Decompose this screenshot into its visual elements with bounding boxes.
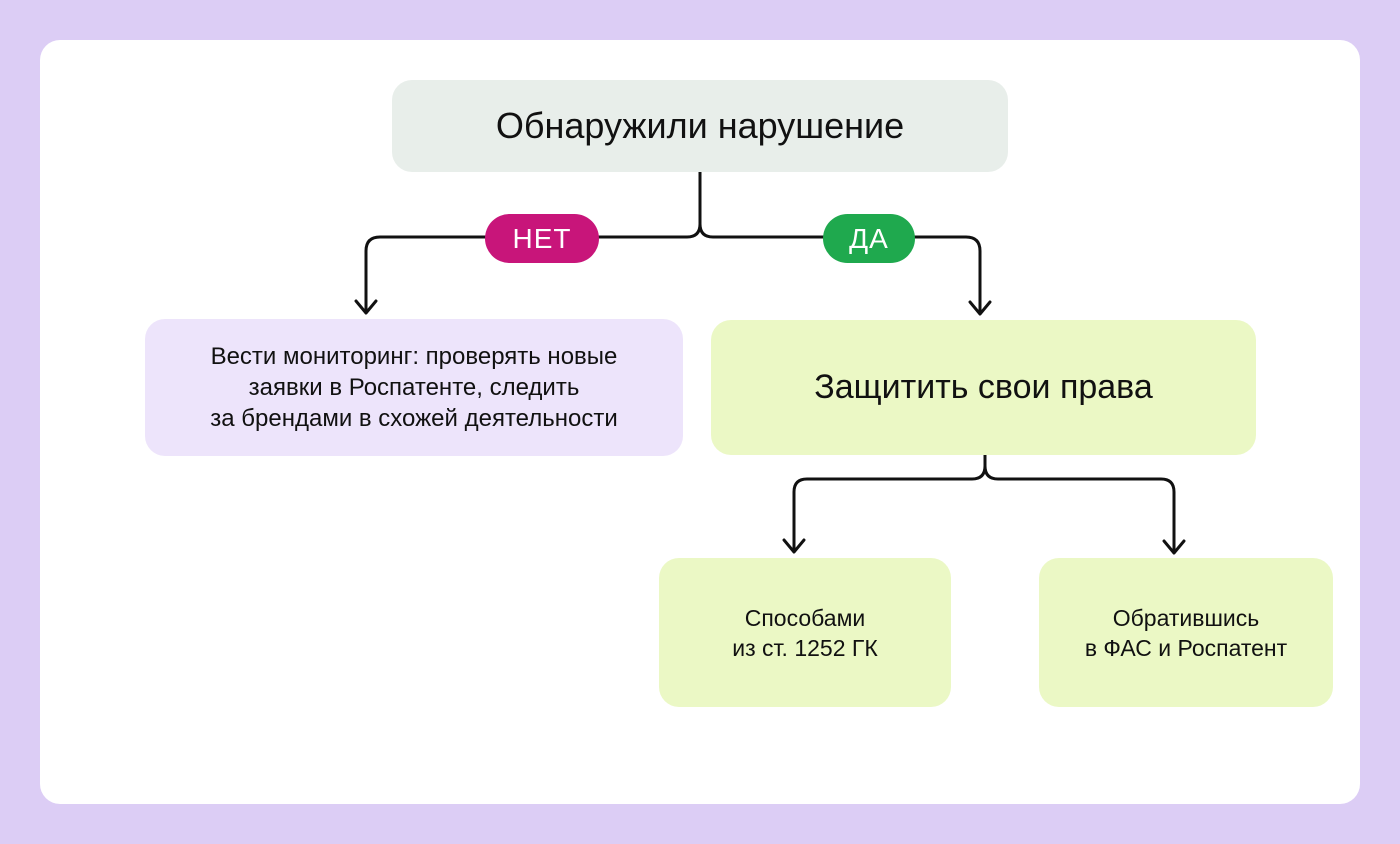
monitoring-line-3: за брендами в схожей деятельности — [210, 405, 618, 432]
protect-stem — [792, 453, 987, 552]
arrow-method-1 — [782, 538, 806, 554]
yes-badge-label: ДА — [849, 222, 889, 254]
protect-stem-right — [983, 464, 1176, 553]
method-2-line-2: в ФАС и Роспатент — [1084, 634, 1288, 661]
method-node-civil-code: Способами из ст. 1252 ГК — [659, 558, 951, 707]
method-node-fas: Обратившись в ФАС и Роспатент — [1039, 558, 1333, 707]
method-1-line-1: Способами — [744, 604, 866, 631]
monitoring-line-1: Вести мониторинг: проверять новые — [210, 343, 618, 370]
no-badge: НЕТ — [485, 214, 599, 263]
root-node-label: Обнаружили нарушение — [495, 105, 905, 146]
method-1-line-2: из ст. 1252 ГК — [732, 634, 878, 661]
root-stem-right — [698, 222, 982, 315]
monitoring-line-2: заявки в Роспатенте, следить — [248, 374, 580, 401]
protect-rights-node: Защитить свои права — [711, 320, 1256, 455]
protect-rights-label: Защитить свои права — [814, 368, 1153, 406]
yes-badge: ДА — [823, 214, 915, 263]
arrow-yes — [968, 300, 992, 316]
arrow-method-2 — [1162, 539, 1186, 555]
root-node: Обнаружили нарушение — [392, 80, 1008, 172]
monitoring-node: Вести мониторинг: проверять новые заявки… — [145, 319, 683, 456]
method-2-line-1: Обратившись — [1112, 604, 1260, 631]
no-badge-label: НЕТ — [512, 222, 572, 254]
arrow-no — [354, 299, 378, 315]
